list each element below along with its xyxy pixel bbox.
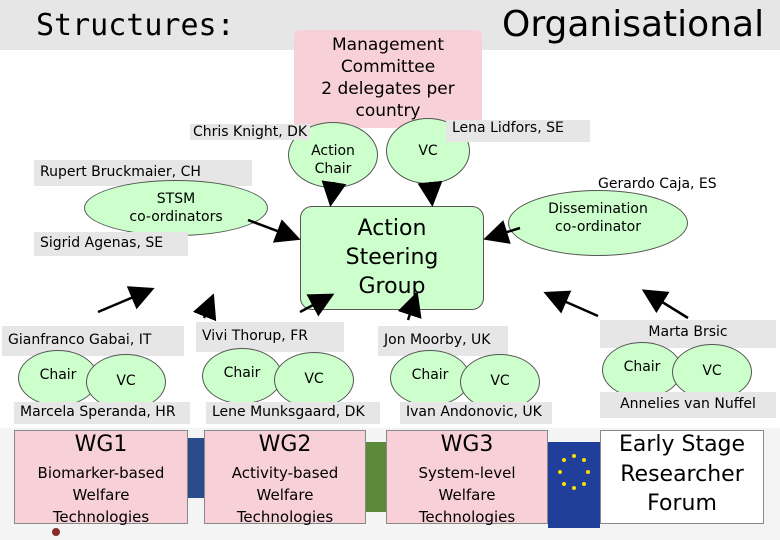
arrow-esr-2	[641, 289, 689, 320]
arrow-wg2	[192, 293, 217, 322]
person-marta-brsic: Marta Brsic	[600, 320, 776, 348]
wg3-vc-bubble	[460, 354, 540, 410]
wg3-chair-label: Chair	[411, 367, 449, 383]
esr-box	[600, 430, 764, 524]
wg1-chair-label: Chair	[39, 367, 77, 383]
eu-stars	[558, 454, 590, 490]
wg1-box	[14, 430, 188, 524]
person-annelies-van-nuffel: Annelies van Nuffel	[600, 392, 776, 418]
arrow-stsm	[247, 218, 301, 243]
logo-block-blue	[186, 438, 204, 498]
arrow-wg1	[97, 286, 155, 314]
person-lena-lidfors: Lena Lidfors, SE	[446, 120, 590, 142]
person-sigrid-agenas: Sigrid Agenas, SE	[34, 232, 188, 256]
wg2-title: WG2	[258, 432, 312, 457]
person-gianfranco-gabai: Gianfranco Gabai, IT	[2, 326, 184, 356]
wg1-vc-bubble	[86, 354, 166, 410]
arrow-action-chair	[321, 180, 347, 207]
mc-line: 2 delegates per	[321, 79, 455, 99]
wg1-chair-bubble	[18, 350, 98, 406]
esr-title: Early Stage	[618, 432, 746, 457]
esr-chair-label: Chair	[623, 359, 661, 375]
wg2-vc-bubble	[274, 352, 354, 408]
decorative-dot	[52, 528, 60, 536]
wg1-vc-label: VC	[116, 373, 136, 389]
arrow-esr-1	[543, 290, 599, 318]
mc-line: Committee	[340, 57, 436, 77]
page-title-left: Structures:	[36, 8, 235, 43]
arrow-wg3	[397, 291, 422, 321]
stsm-bubble	[84, 180, 268, 236]
wg2-vc-label: VC	[304, 371, 324, 387]
person-vivi-thorup: Vivi Thorup, FR	[196, 322, 344, 352]
wg3-title: WG3	[440, 432, 494, 457]
arrow-wg2b	[299, 293, 335, 317]
arrow-dissemination	[483, 220, 521, 244]
page-title-right: Organisational	[502, 4, 765, 45]
esr-vc-bubble	[672, 344, 752, 400]
vc-label-top: VC	[418, 143, 438, 159]
wg3-vc-label: VC	[490, 373, 510, 389]
management-committee-box	[294, 30, 482, 128]
person-ivan-andonovic: Ivan Andonovic, UK	[400, 402, 552, 424]
person-lene-munksgaard: Lene Munksgaard, DK	[206, 402, 380, 424]
management-committee-text: Management Committee 2 delegates per cou…	[294, 34, 482, 122]
person-marcela-speranda: Marcela Speranda, HR	[14, 402, 190, 424]
action-steering-group-box	[300, 206, 484, 310]
person-chris-knight: Chris Knight, DK	[190, 124, 311, 140]
arrow-vc	[417, 180, 443, 207]
esr-vc-label: VC	[702, 363, 722, 379]
wg2-chair-label: Chair	[223, 365, 261, 381]
wg2-box	[204, 430, 366, 524]
wg3-box	[386, 430, 548, 524]
mc-line: country	[355, 101, 421, 121]
person-gerardo-caja: Gerardo Caja, ES	[598, 176, 717, 192]
wg1-title: WG1	[74, 432, 128, 457]
mc-line: Management	[332, 35, 444, 55]
